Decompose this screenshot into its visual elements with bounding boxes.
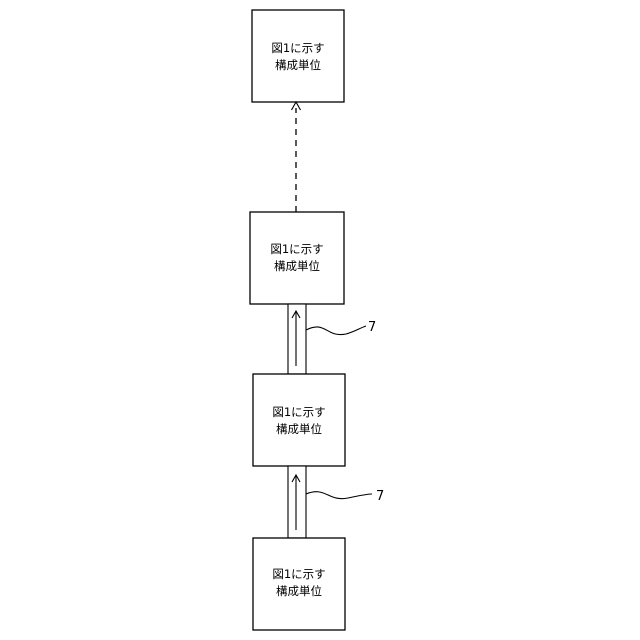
unit-1-line1: 図1に示す (271, 41, 324, 55)
reference-numeral: 7 (368, 320, 376, 335)
pipe-body (288, 304, 306, 374)
unit-4-line1: 図1に示す (272, 567, 325, 581)
unit-box-2: 図1に示す 構成単位 (250, 212, 344, 304)
reference-numeral: 7 (376, 489, 384, 504)
unit-4-line2: 構成単位 (276, 584, 322, 598)
reference-leader-line (306, 492, 372, 499)
reference-leader-line (306, 326, 366, 335)
unit-box-1: 図1に示す 構成単位 (252, 10, 344, 102)
unit-box-3: 図1に示す 構成単位 (253, 374, 345, 466)
unit-1-line2: 構成単位 (275, 58, 321, 72)
unit-box-4: 図1に示す 構成単位 (253, 538, 345, 630)
pipe-connector-lower: 7 (288, 466, 384, 538)
unit-3-line1: 図1に示す (272, 405, 325, 419)
unit-2-line1: 図1に示す (270, 242, 323, 256)
pipe-connector-upper: 7 (288, 304, 376, 374)
unit-2-line2: 構成単位 (274, 259, 320, 273)
dashed-connector (292, 102, 301, 212)
unit-3-line2: 構成単位 (276, 422, 322, 436)
